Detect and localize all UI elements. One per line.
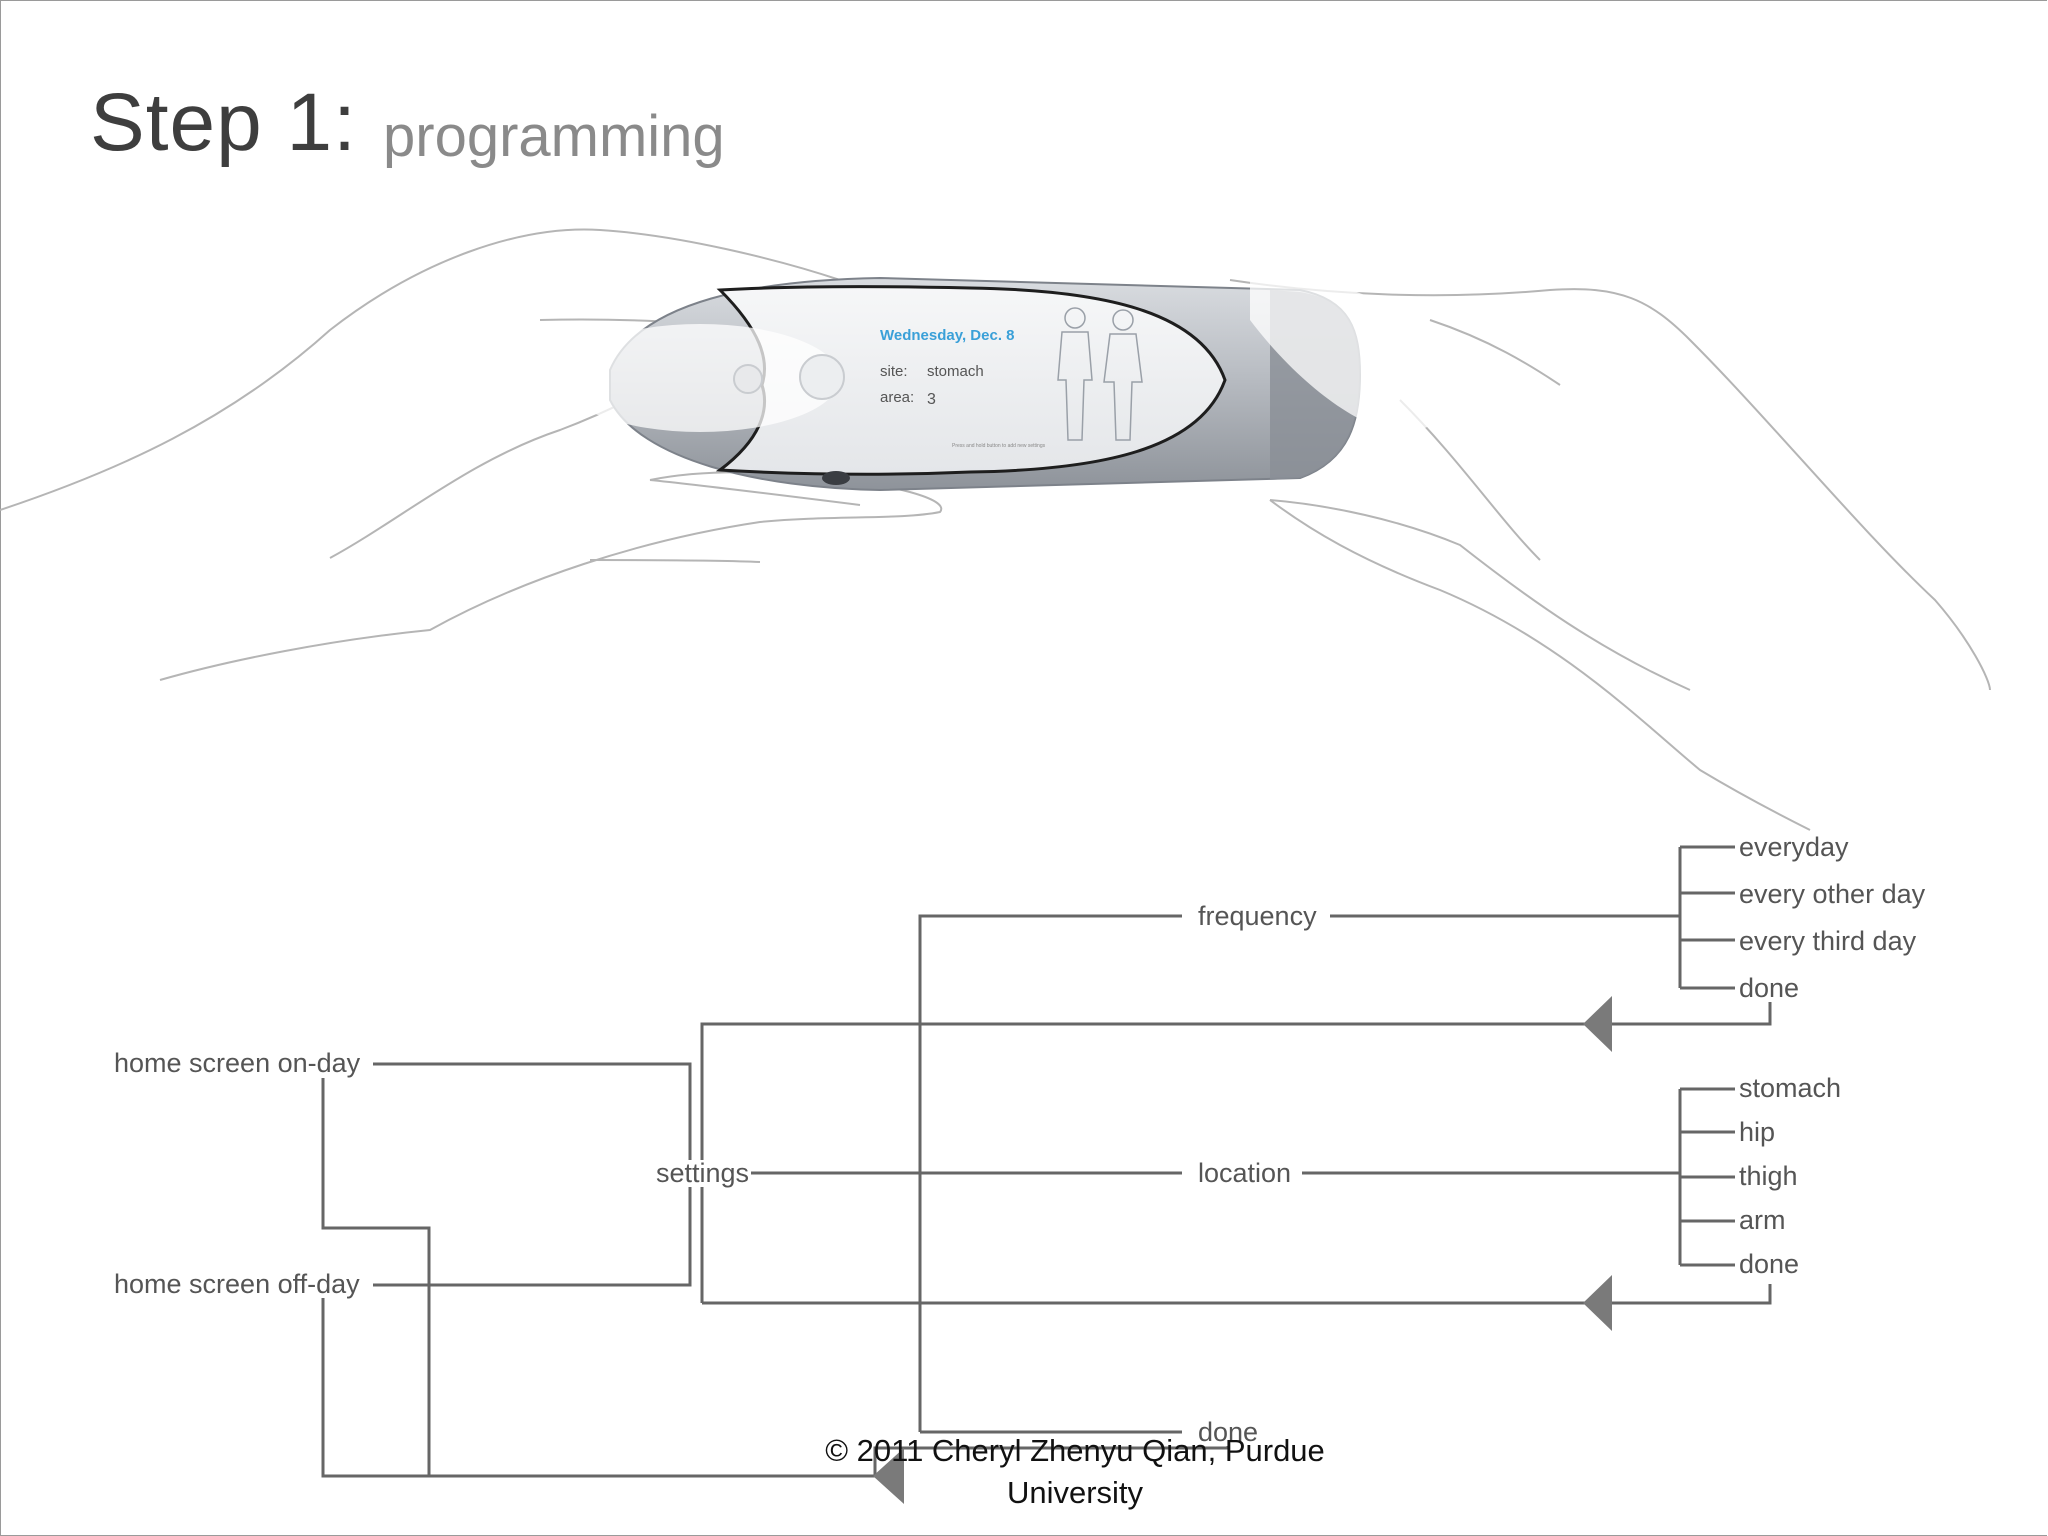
step-subtitle: programming xyxy=(383,104,725,169)
line-home-loop xyxy=(321,1078,431,1476)
frequency-option: done xyxy=(1739,973,1800,1003)
step-title: Step 1: xyxy=(90,77,357,168)
line-home-on-to-settings xyxy=(373,1062,692,1287)
node-done: done xyxy=(1196,1417,1261,1447)
location-option: stomach xyxy=(1739,1073,1842,1103)
right-hand-outline xyxy=(1229,279,1991,831)
node-frequency: frequency xyxy=(1196,901,1319,931)
copyright-notice: © 2011 Cheryl Zhenyu Qian, Purdue Univer… xyxy=(825,1433,1325,1510)
screen-date: Wednesday, Dec. 8 xyxy=(880,327,1015,344)
body-figures-icon xyxy=(1057,307,1143,441)
frequency-option: every other day xyxy=(1739,879,1926,909)
line-trunk-frequency xyxy=(918,914,1182,1432)
screen-area-label: area: xyxy=(880,389,915,406)
screen-area-value: 3 xyxy=(927,391,936,408)
location-option: thigh xyxy=(1739,1161,1798,1191)
arrow-frequency-return xyxy=(1583,996,1612,1052)
location-option: hip xyxy=(1739,1117,1776,1147)
node-home-on: home screen on-day xyxy=(112,1048,363,1078)
node-settings: settings xyxy=(654,1158,752,1188)
screen-site-value: stomach xyxy=(927,363,984,380)
frequency-option: every third day xyxy=(1739,926,1917,956)
screen-hint: Press and hold button to add new setting… xyxy=(952,443,1046,449)
location-option: done xyxy=(1739,1249,1800,1279)
screen-site-label: site: xyxy=(880,363,908,380)
node-home-off: home screen off-day xyxy=(112,1269,362,1299)
line-settings-loop xyxy=(700,1022,1600,1303)
frequency-option: everyday xyxy=(1739,832,1849,862)
location-option: arm xyxy=(1739,1205,1786,1235)
arrow-home-return xyxy=(873,1448,904,1504)
device-body xyxy=(560,276,1456,492)
node-location: location xyxy=(1196,1158,1294,1188)
arrow-location-return xyxy=(1583,1275,1612,1331)
